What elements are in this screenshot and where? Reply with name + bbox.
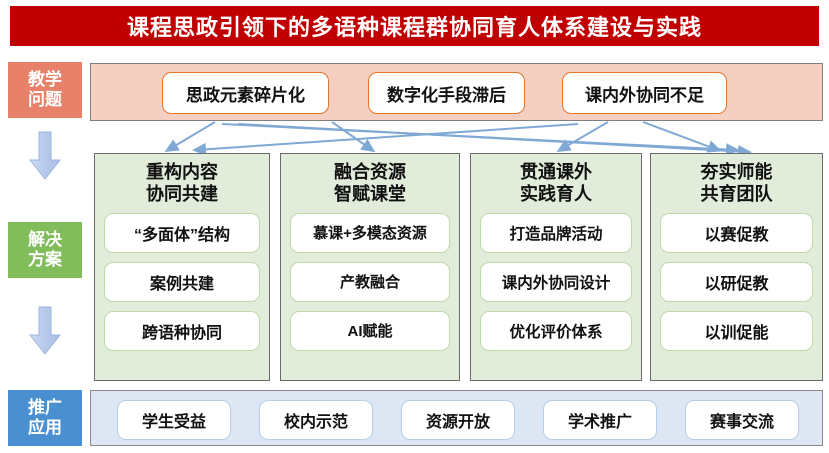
solution-item[interactable]: 优化评价体系 xyxy=(480,310,632,351)
solution-item[interactable]: 以赛促教 xyxy=(660,212,813,253)
solution-column-4-head: 夯实师能 共育团队 xyxy=(651,162,822,206)
rail-promote-line2: 应用 xyxy=(28,418,62,437)
promotion-box-1[interactable]: 学生受益 xyxy=(117,400,231,440)
solution-item[interactable]: 慕课+多模态资源 xyxy=(290,212,450,253)
solution-column-2-head: 融合资源 智赋课堂 xyxy=(281,162,459,206)
solution-column-4-head-line1: 夯实师能 xyxy=(700,162,773,182)
solution-item[interactable]: 以研促教 xyxy=(660,261,813,302)
down-arrow-icon-1 xyxy=(28,130,62,182)
page-title-bar: 课程思政引领下的多语种课程群协同育人体系建设与实践 xyxy=(10,6,819,46)
solution-column-1-head: 重构内容 协同共建 xyxy=(95,162,269,206)
solution-column-3-head-line1: 贯通课外 xyxy=(520,162,592,182)
rail-problem-line2: 问题 xyxy=(28,90,62,109)
solution-item[interactable]: 跨语种协同 xyxy=(104,310,260,351)
solution-column-1: 重构内容 协同共建 “多面体”结构 案例共建 跨语种协同 xyxy=(94,153,270,381)
solution-column-4-items: 以赛促教 以研促教 以训促能 xyxy=(651,212,822,351)
solution-column-2: 融合资源 智赋课堂 慕课+多模态资源 产教融合 AI赋能 xyxy=(280,153,460,381)
solution-item[interactable]: AI赋能 xyxy=(290,310,450,351)
solution-column-3: 贯通课外 实践育人 打造品牌活动 课内外协同设计 优化评价体系 xyxy=(470,153,642,381)
page-title: 课程思政引领下的多语种课程群协同育人体系建设与实践 xyxy=(126,15,702,40)
problem-box-2[interactable]: 数字化手段滞后 xyxy=(368,72,525,114)
rail-solution-line1: 解决 xyxy=(28,230,62,250)
problem-box-1-label: 思政元素碎片化 xyxy=(186,85,305,105)
solution-item[interactable]: “多面体”结构 xyxy=(104,212,260,253)
solution-column-1-items: “多面体”结构 案例共建 跨语种协同 xyxy=(95,212,269,351)
solution-column-3-items: 打造品牌活动 课内外协同设计 优化评价体系 xyxy=(471,212,641,351)
rail-label-problem: 教学 问题 xyxy=(8,62,82,118)
solution-column-1-head-line1: 重构内容 xyxy=(146,162,218,182)
problem-box-3-label: 课内外协同不足 xyxy=(585,85,704,105)
solution-item[interactable]: 以训促能 xyxy=(660,310,813,351)
promotion-box-5[interactable]: 赛事交流 xyxy=(685,400,799,440)
problem-box-1[interactable]: 思政元素碎片化 xyxy=(162,72,329,114)
solution-column-4: 夯实师能 共育团队 以赛促教 以研促教 以训促能 xyxy=(650,153,823,381)
solution-item[interactable]: 产教融合 xyxy=(290,261,450,302)
promotion-box-2[interactable]: 校内示范 xyxy=(259,400,373,440)
rail-label-solution: 解决 方案 xyxy=(8,222,82,278)
problem-box-2-label: 数字化手段滞后 xyxy=(387,85,506,105)
solution-column-2-items: 慕课+多模态资源 产教融合 AI赋能 xyxy=(281,212,459,351)
solution-column-2-head-line1: 融合资源 xyxy=(334,162,406,182)
rail-label-promote: 推广 应用 xyxy=(8,390,82,446)
solution-item[interactable]: 案例共建 xyxy=(104,261,260,302)
solution-column-3-head-line2: 实践育人 xyxy=(520,183,592,204)
promotion-box-3[interactable]: 资源开放 xyxy=(401,400,515,440)
solution-column-2-head-line2: 智赋课堂 xyxy=(334,183,406,204)
solution-item[interactable]: 打造品牌活动 xyxy=(480,212,632,253)
problem-box-3[interactable]: 课内外协同不足 xyxy=(562,72,727,114)
solution-column-1-head-line2: 协同共建 xyxy=(146,183,218,204)
promotion-box-4[interactable]: 学术推广 xyxy=(543,400,657,440)
rail-solution-line2: 方案 xyxy=(28,250,62,269)
rail-promote-line1: 推广 xyxy=(28,398,62,418)
solution-column-4-head-line2: 共育团队 xyxy=(700,183,773,204)
solution-item[interactable]: 课内外协同设计 xyxy=(480,261,632,302)
down-arrow-icon-2 xyxy=(28,305,62,357)
rail-problem-line1: 教学 xyxy=(28,70,62,90)
solution-column-3-head: 贯通课外 实践育人 xyxy=(471,162,641,206)
